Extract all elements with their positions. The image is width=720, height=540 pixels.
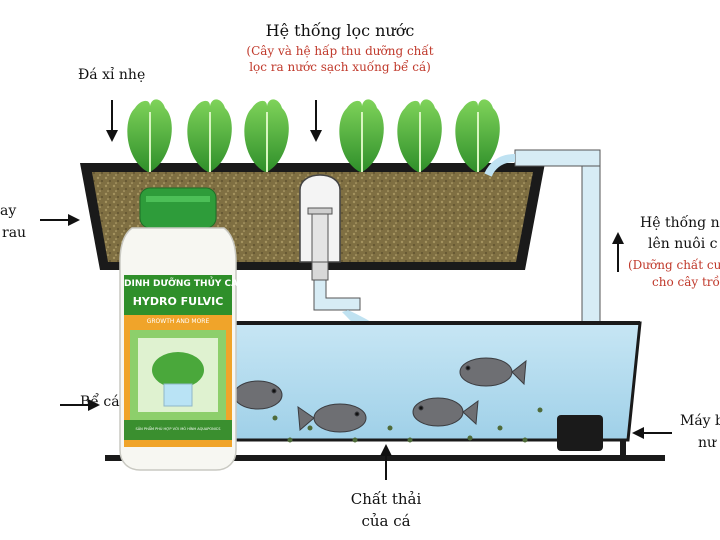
arrow-right-tank bbox=[60, 399, 100, 411]
bell-siphon bbox=[299, 174, 361, 311]
filter-system-note-2: lọc ra nước sạch xuống bể cá) bbox=[249, 60, 431, 74]
pump-up-note-1: (Dưỡng chất cu bbox=[628, 258, 720, 272]
arrow-up-pump bbox=[612, 232, 624, 272]
arrow-right-bed bbox=[40, 214, 80, 226]
pump-label-2: nư bbox=[698, 435, 717, 451]
filter-system-title: Hệ thống lọc nước bbox=[265, 21, 415, 40]
fish-waste-label-1: Chất thải bbox=[350, 490, 422, 508]
fish-waste-label-2: của cá bbox=[361, 512, 411, 530]
product-line-2: HYDRO FULVIC bbox=[132, 295, 224, 308]
grow-bed-label-2: rau bbox=[2, 225, 27, 241]
stone-label: Đá xỉ nhẹ bbox=[78, 67, 146, 83]
lettuce-plant bbox=[339, 99, 384, 172]
fish-group bbox=[215, 357, 527, 433]
lettuce-plant bbox=[244, 99, 289, 172]
fish-tank-label: Bể cá bbox=[80, 394, 120, 410]
pump-up-label-1: Hệ thống n bbox=[640, 215, 720, 231]
lettuce-plant bbox=[397, 99, 442, 172]
product-tagline: GROWTH AND MORE bbox=[146, 318, 210, 325]
pump-up-label-2: lên nuôi c bbox=[648, 236, 718, 252]
fish bbox=[412, 397, 479, 427]
product-line-1: DINH DƯỠNG THỦY CANH bbox=[124, 279, 254, 289]
lettuce-plant bbox=[187, 99, 232, 172]
water-pump bbox=[557, 415, 603, 451]
filter-system-note-1: (Cây và hệ hấp thu dưỡng chất bbox=[246, 44, 434, 58]
lettuce-plant bbox=[455, 99, 500, 172]
product-bottle bbox=[119, 187, 237, 471]
product-footnote: SẢN PHẨM PHÙ HỢP VỚI MÔ HÌNH AQUAPONICS bbox=[135, 427, 221, 431]
fish bbox=[297, 403, 367, 433]
pump-up-note-2: cho cây trồ bbox=[652, 275, 720, 289]
lettuce-plant bbox=[127, 99, 172, 172]
arrow-down-filter bbox=[310, 100, 322, 142]
arrows bbox=[40, 100, 672, 480]
pump-label-1: Máy b bbox=[680, 413, 720, 429]
fish-waste bbox=[272, 407, 543, 443]
grow-bed-label-1: ay bbox=[0, 203, 17, 219]
arrow-up-waste bbox=[380, 444, 392, 480]
lettuce-plants bbox=[127, 99, 500, 172]
arrow-down-stone bbox=[106, 100, 118, 142]
arrow-left-pump bbox=[632, 427, 672, 439]
fish bbox=[459, 357, 527, 387]
